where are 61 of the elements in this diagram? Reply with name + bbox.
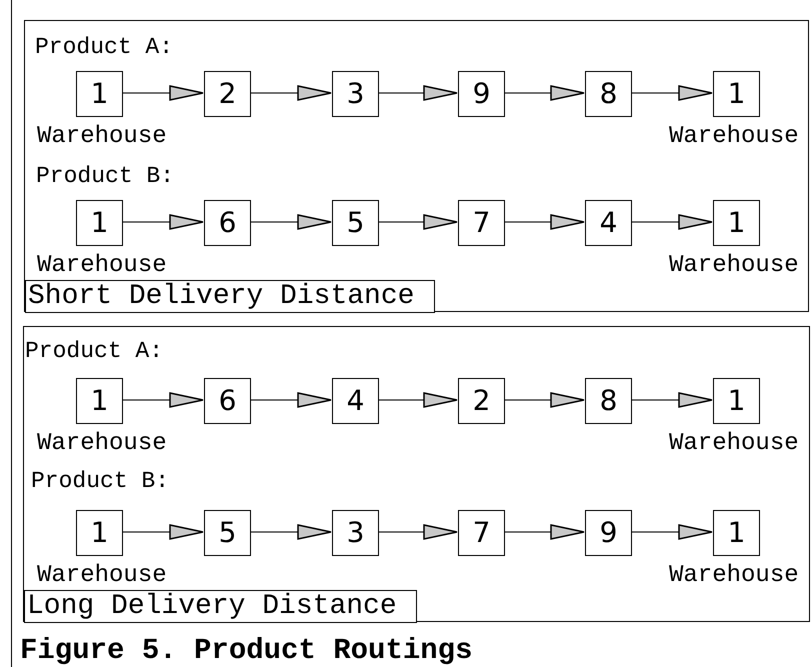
- arrow: [122, 214, 204, 230]
- step-box: 1: [713, 378, 760, 424]
- location-label: Warehouse: [669, 563, 799, 589]
- product-label: Product B:: [36, 163, 174, 189]
- step-box: 2: [458, 378, 505, 424]
- step-box: 2: [204, 71, 251, 117]
- location-label: Warehouse: [669, 431, 799, 457]
- step-box: 1: [713, 200, 760, 246]
- location-label: Warehouse: [37, 563, 167, 589]
- arrow: [630, 85, 713, 101]
- step-box: 5: [332, 200, 379, 246]
- arrow: [250, 392, 332, 408]
- step-box: 9: [585, 510, 632, 556]
- step-box: 4: [332, 378, 379, 424]
- arrow: [122, 392, 204, 408]
- panel-frame: [24, 20, 809, 312]
- step-box: 8: [585, 378, 632, 424]
- arrow: [250, 524, 332, 540]
- arrow: [504, 214, 585, 230]
- location-label: Warehouse: [669, 124, 799, 150]
- arrow: [504, 392, 585, 408]
- arrow: [630, 524, 713, 540]
- step-box: 1: [76, 200, 123, 246]
- step-box: 3: [332, 71, 379, 117]
- arrow: [122, 85, 204, 101]
- panel-frame: [23, 326, 810, 622]
- product-label: Product A:: [25, 338, 164, 364]
- step-box: 6: [204, 378, 251, 424]
- arrow: [378, 85, 458, 101]
- arrow: [122, 524, 204, 540]
- figure-caption: Figure 5. Product Routings: [20, 635, 472, 666]
- product-label: Product A:: [35, 34, 174, 60]
- arrow: [250, 214, 332, 230]
- location-label: Warehouse: [669, 253, 799, 279]
- panel-title: Long Delivery Distance: [24, 590, 417, 623]
- step-box: 1: [713, 510, 760, 556]
- step-box: 9: [458, 71, 505, 117]
- arrow: [378, 524, 458, 540]
- step-box: 1: [76, 71, 123, 117]
- step-box: 5: [204, 510, 251, 556]
- arrow: [630, 392, 713, 408]
- step-box: 3: [332, 510, 379, 556]
- arrow: [504, 85, 585, 101]
- step-box: 8: [585, 71, 632, 117]
- step-box: 1: [713, 71, 760, 117]
- location-label: Warehouse: [37, 124, 167, 150]
- arrow: [378, 214, 458, 230]
- step-box: 7: [458, 510, 505, 556]
- step-box: 4: [585, 200, 632, 246]
- product-label: Product B:: [31, 468, 170, 494]
- panel-title: Short Delivery Distance: [25, 280, 435, 313]
- arrow: [630, 214, 713, 230]
- step-box: 7: [458, 200, 505, 246]
- arrow: [378, 392, 458, 408]
- arrow: [250, 85, 332, 101]
- location-label: Warehouse: [37, 431, 167, 457]
- step-box: 1: [76, 510, 123, 556]
- arrow: [504, 524, 585, 540]
- step-box: 6: [204, 200, 251, 246]
- step-box: 1: [76, 378, 123, 424]
- location-label: Warehouse: [37, 253, 167, 279]
